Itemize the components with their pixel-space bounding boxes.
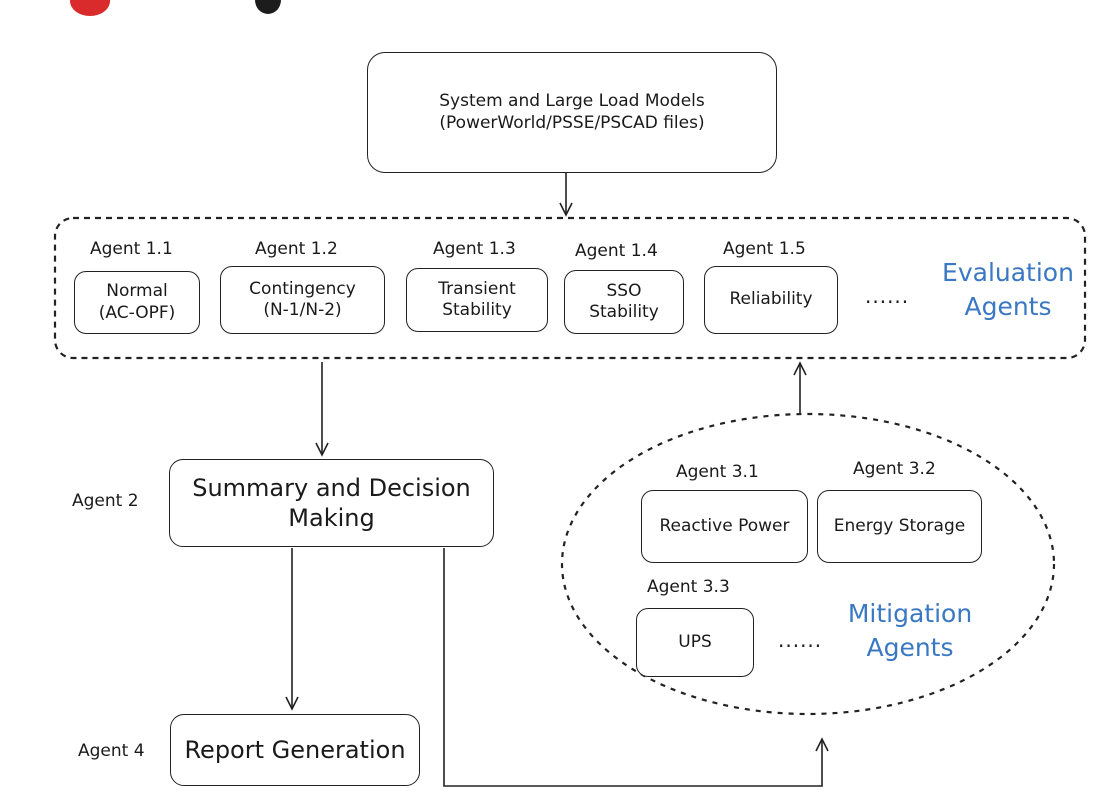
agent-1-5-tag: Agent 1.5 <box>723 239 806 259</box>
cropped-heading-red-glyph <box>70 0 110 16</box>
cropped-heading <box>0 0 1112 22</box>
mitigation-group-border <box>560 412 1056 716</box>
summary-line2: Making <box>288 504 375 532</box>
agent-1-1-line2: (AC-OPF) <box>98 302 176 323</box>
agent-1-1-box: Normal (AC-OPF) <box>74 271 200 334</box>
agent-3-1-box: Reactive Power <box>641 490 808 563</box>
evaluation-group-label: Evaluation Agents <box>938 256 1078 324</box>
agent-1-3-tag: Agent 1.3 <box>433 239 516 259</box>
agent-1-3-line1: Transient <box>438 278 516 299</box>
agent-1-1-line1: Normal <box>106 281 168 302</box>
models-box: System and Large Load Models (PowerWorld… <box>367 52 777 173</box>
mitigation-ellipsis: ...... <box>778 628 823 652</box>
models-box-line1: System and Large Load Models <box>439 91 705 112</box>
agent-3-2-label: Energy Storage <box>833 515 966 536</box>
mitigation-group-label: Mitigation Agents <box>830 597 990 665</box>
summary-box: Summary and Decision Making <box>169 459 494 547</box>
agent-1-2-line2: (N-1/N-2) <box>263 300 342 320</box>
summary-line1: Summary and Decision <box>192 474 471 502</box>
report-box: Report Generation <box>170 714 420 786</box>
agent-3-2-tag: Agent 3.2 <box>853 459 936 479</box>
agent-1-4-tag: Agent 1.4 <box>575 241 658 261</box>
evaluation-group-label-line2: Agents <box>964 291 1052 321</box>
agent-3-3-box: UPS <box>636 608 754 677</box>
agent-4-tag: Agent 4 <box>78 741 145 761</box>
agent-1-1-tag: Agent 1.1 <box>90 239 173 259</box>
mitigation-group-label-line2: Agents <box>866 632 954 662</box>
agent-1-5-line1: Reliability <box>729 289 813 310</box>
evaluation-group-label-line1: Evaluation <box>942 258 1074 287</box>
agent-3-2-box: Energy Storage <box>817 490 982 563</box>
agent-1-2-box: Contingency (N-1/N-2) <box>220 266 385 334</box>
agent-3-1-label: Reactive Power <box>659 515 790 536</box>
cropped-heading-dark-glyph <box>255 0 281 14</box>
agent-3-3-label: UPS <box>678 631 712 652</box>
agent-2-tag: Agent 2 <box>72 491 139 511</box>
arrow-summary-to-mitigation <box>443 548 823 787</box>
agent-3-1-tag: Agent 3.1 <box>676 462 759 482</box>
agent-1-2-line1: Contingency <box>249 278 356 299</box>
agent-1-3-line2: Stability <box>442 300 512 320</box>
agent-1-4-box: SSO Stability <box>564 270 684 334</box>
evaluation-ellipsis: ...... <box>865 284 910 308</box>
models-box-line2: (PowerWorld/PSSE/PSCAD files) <box>439 112 705 133</box>
agent-1-2-tag: Agent 1.2 <box>255 239 338 259</box>
evaluation-group-border <box>53 216 1087 360</box>
agent-1-5-box: Reliability <box>704 266 838 334</box>
agent-1-3-box: Transient Stability <box>406 268 548 332</box>
report-label: Report Generation <box>184 736 406 764</box>
mitigation-group-label-line1: Mitigation <box>847 599 973 628</box>
agent-3-3-tag: Agent 3.3 <box>647 577 730 597</box>
agent-1-4-line1: SSO <box>606 280 642 301</box>
agent-1-4-line2: Stability <box>589 302 659 322</box>
